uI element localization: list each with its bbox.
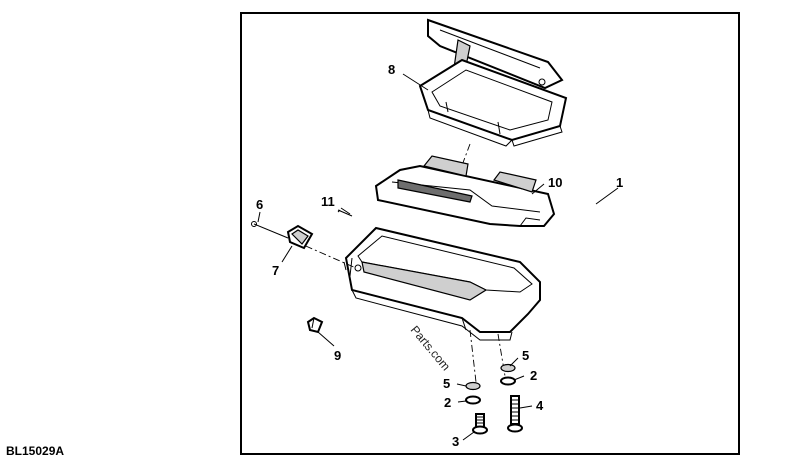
part-clip [306, 316, 324, 334]
part-long-bolt [507, 395, 523, 433]
callout-3: 3 [452, 434, 459, 449]
callout-10: 10 [548, 175, 562, 190]
callout-9: 9 [334, 348, 341, 363]
callout-8: 8 [388, 62, 395, 77]
callout-1: 1 [616, 175, 623, 190]
part-cover [374, 155, 556, 227]
part-lid [418, 18, 568, 147]
assembly-line-screw-right [497, 333, 507, 383]
part-small-screw [251, 221, 289, 239]
part-base-housing [343, 226, 541, 341]
leader-11 [340, 207, 351, 215]
figure-id: BL15029A [6, 444, 65, 458]
callout-2-right: 2 [530, 368, 537, 383]
part-short-bolt [472, 413, 488, 435]
callout-7: 7 [272, 263, 279, 278]
part-latch-plate [286, 224, 314, 250]
callout-11: 11 [321, 194, 335, 209]
watermark: Parts.com [408, 323, 453, 373]
callout-2-left: 2 [444, 395, 451, 410]
callout-5-left: 5 [443, 376, 450, 391]
diagram-frame [240, 12, 740, 455]
leader-lines [257, 73, 619, 441]
callout-5-right: 5 [522, 348, 529, 363]
part-pin [337, 209, 353, 217]
part-washers [465, 363, 516, 405]
callout-6: 6 [256, 197, 263, 212]
callout-4: 4 [536, 398, 544, 413]
assembly-line-screw-left [469, 329, 477, 383]
